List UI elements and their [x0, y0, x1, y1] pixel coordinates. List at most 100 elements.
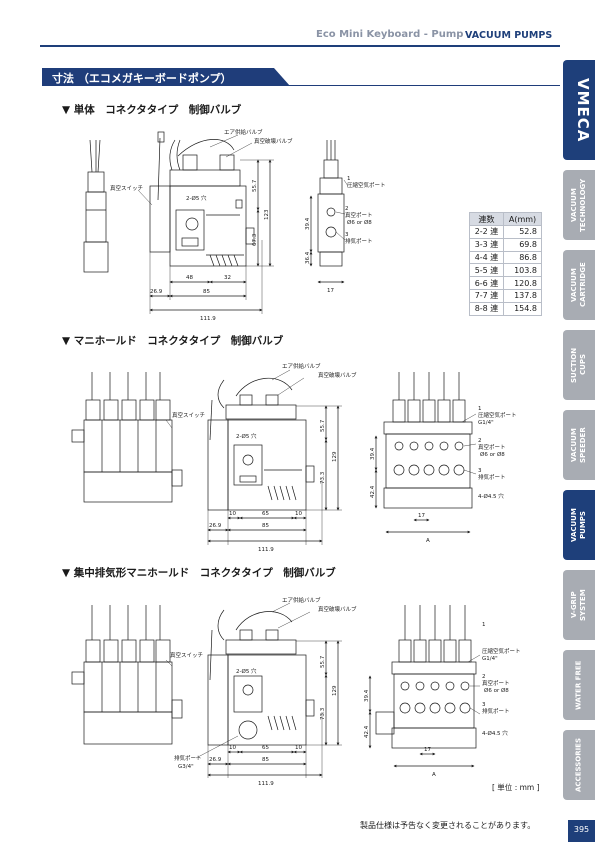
table-cell: 3-3 連	[469, 238, 504, 252]
port1-name-2: 圧縮空気ポート	[478, 411, 517, 419]
label-air-supply-valve-3: エア供給バルブ	[282, 596, 321, 604]
dim-67-3: 67.3	[252, 233, 258, 246]
label-exhaust-spec-3: G3/4"	[178, 764, 194, 770]
table-cell: 154.8	[503, 302, 542, 316]
dim-48: 48	[186, 275, 193, 281]
central-switch-view	[71, 605, 183, 745]
table-cell: 103.8	[503, 263, 542, 278]
port2-name-3: 真空ポート	[482, 679, 510, 687]
title-rule	[288, 85, 560, 86]
port3-number-2: 3	[478, 468, 482, 474]
label-vacuum-break-valve-2: 真空破壊バルブ	[318, 371, 357, 379]
label-vacuum-switch-1: 真空スイッチ	[110, 184, 143, 192]
port3-name-2: 排気ポート	[478, 473, 506, 481]
tab-vacuum-speeder[interactable]: VACUUM SPEEDER	[563, 410, 595, 480]
table-header-a: A(mm)	[503, 212, 542, 226]
label-hole-spec-3: 2-Ø5 穴	[236, 667, 257, 675]
section-heading-manifold: ▼ マニホールド コネクタタイプ 制御バルブ	[62, 335, 284, 347]
section-heading-single: ▼ 単体 コネクタタイプ 制御バルブ	[62, 104, 242, 116]
tab-label: VACUUM CARTRIDGE	[570, 262, 587, 308]
label-air-supply-valve-2: エア供給バルブ	[282, 362, 321, 370]
port1-name-3: 圧縮空気ポート	[482, 647, 521, 655]
brand-logo: VMECA	[563, 60, 595, 160]
port1-spec-3: G1/4"	[482, 656, 498, 662]
table-cell: 5-5 連	[469, 263, 504, 278]
dim-42-4-3: 42.4	[364, 725, 370, 738]
dim-26-9-3: 26.9	[209, 757, 222, 763]
dim-85-2: 85	[262, 523, 269, 529]
tab-vacuum-cartridge[interactable]: VACUUM CARTRIDGE	[563, 250, 595, 320]
disclaimer-note: 製品仕様は予告なく変更されることがあります。	[360, 821, 536, 830]
table-cell: 120.8	[503, 276, 542, 290]
table-cell: 7-7 連	[469, 289, 504, 303]
port3-name-3: 排気ポート	[482, 707, 510, 715]
page-number: 395	[573, 825, 590, 834]
port2-spec-2: Ø6 or Ø8	[480, 451, 505, 458]
table-cell: 2-2 連	[469, 225, 504, 239]
tab-label: V-GRIP SYSTEM	[570, 589, 587, 621]
port1-number-1: 1	[347, 176, 351, 182]
dim-111-9-3: 111.9	[258, 781, 274, 787]
tab-label: VACUUM TECHNOLOGY	[570, 178, 587, 232]
page-title: 寸法 （エコメガキーボードポンプ）	[52, 72, 232, 85]
single-switch-view	[83, 139, 109, 273]
dim-39-4-2: 39.4	[370, 447, 376, 460]
dim-10-3a: 10	[229, 745, 236, 751]
dim-73-3-2: 73.3	[320, 471, 326, 484]
dim-85-1: 85	[203, 289, 210, 295]
dim-39-4-3: 39.4	[364, 689, 370, 702]
label-vacuum-switch-3: 真空スイッチ	[170, 651, 203, 659]
port3-name-1: 排気ポート	[345, 237, 373, 245]
brand-logo-text: VMECA	[574, 77, 592, 143]
port1-number-2: 1	[478, 406, 482, 412]
label-vacuum-break-valve-3: 真空破壊バルブ	[318, 605, 357, 613]
unit-note: [ 単位 : mm ]	[492, 783, 540, 792]
tab-label: SUCTION CUPS	[570, 347, 587, 383]
table-cell: 69.8	[503, 238, 542, 252]
dim-36-4: 36.4	[305, 251, 311, 264]
port2-number-2: 2	[478, 438, 482, 444]
manifold-switch-view	[71, 372, 183, 503]
dim-17-1: 17	[327, 288, 334, 294]
port1-number-3: 1	[482, 622, 486, 628]
tab-water-free[interactable]: WATER FREE	[563, 650, 595, 720]
page-number-box: 395	[568, 820, 595, 842]
port2-number-1: 2	[345, 206, 349, 212]
dim-A-2: A	[426, 538, 430, 544]
header-category: VACUUM PUMPS	[465, 30, 553, 41]
dim-65-3: 65	[262, 745, 269, 751]
port2-name-1: 真空ポート	[345, 211, 373, 219]
dim-10-2a: 10	[229, 511, 236, 517]
table-header-row: 連数 A(mm)	[469, 212, 542, 226]
dim-26-9-1: 26.9	[150, 289, 163, 295]
dim-17-2: 17	[418, 513, 425, 519]
section-heading-central-exhaust: ▼ 集中排気形マニホールド コネクタタイプ 制御バルブ	[62, 567, 336, 579]
tab-v-grip-system[interactable]: V-GRIP SYSTEM	[563, 570, 595, 640]
dim-17-3: 17	[424, 747, 431, 753]
label-exhaust-port-3: 排気ポート	[174, 754, 202, 762]
label-vacuum-break-valve-1: 真空破壊バルブ	[254, 137, 293, 145]
tab-vacuum-technology[interactable]: VACUUM TECHNOLOGY	[563, 170, 595, 240]
dim-129-2: 129	[332, 451, 338, 462]
manifold-side-view	[374, 372, 477, 534]
tab-accessories[interactable]: ACCESSORIES	[563, 730, 595, 800]
manifold-front-view	[207, 369, 342, 545]
label-hole-spec-2: 2-Ø5 穴	[236, 432, 257, 440]
port3-number-1: 3	[345, 232, 349, 238]
port3-number-3: 3	[482, 702, 486, 708]
dim-129-3: 129	[332, 685, 338, 696]
central-front-view	[195, 602, 342, 778]
dim-111-9-2: 111.9	[258, 547, 274, 553]
tab-vacuum-pumps[interactable]: VACUUM PUMPS	[563, 490, 595, 560]
single-front-view	[137, 131, 274, 314]
port1-spec-2: G1/4"	[478, 420, 494, 426]
dim-32: 32	[224, 275, 231, 281]
table-cell: 52.8	[503, 225, 542, 239]
dim-26-9-2: 26.9	[209, 523, 222, 529]
port2-number-3: 2	[482, 674, 486, 680]
tab-suction-cups[interactable]: SUCTION CUPS	[563, 330, 595, 400]
central-side-view	[368, 605, 481, 768]
header-rule	[40, 45, 560, 47]
